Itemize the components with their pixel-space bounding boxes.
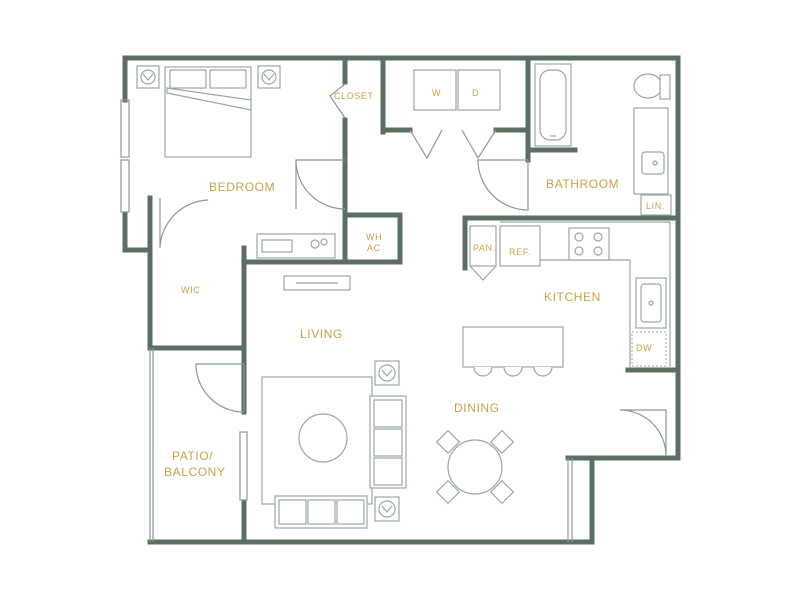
room-label-bedroom: BEDROOM — [209, 180, 275, 194]
dresser — [256, 233, 336, 259]
sofa-right — [369, 395, 407, 489]
room-label-refrigerator: REF. — [509, 247, 531, 257]
range — [568, 227, 610, 261]
room-label-living: LIVING — [300, 327, 343, 341]
sofa-bottom — [274, 495, 368, 529]
side-table-bottom — [374, 496, 400, 522]
room-label-wic: WIC — [181, 285, 200, 295]
bathtub — [534, 63, 572, 147]
dishwasher — [631, 331, 667, 367]
nightstand-left — [136, 65, 160, 89]
room-label-dishwasher: DW — [636, 343, 652, 353]
room-label-bathroom: BATHROOM — [546, 177, 619, 191]
bed — [164, 66, 252, 158]
room-label-patio: PATIO/ — [172, 449, 213, 463]
exterior-walls — [122, 55, 681, 545]
patio-sliding-door — [239, 431, 248, 501]
dining-table — [435, 429, 515, 505]
tv-console — [283, 275, 351, 291]
room-label-balcony: BALCONY — [164, 465, 226, 479]
kitchen-island — [462, 326, 564, 377]
room-label-pantry: PAN. — [473, 243, 496, 253]
entry-landing — [567, 458, 573, 542]
linen-closet — [640, 194, 672, 216]
toilet — [633, 73, 671, 100]
washer-dryer — [413, 69, 501, 111]
patio-railing — [149, 348, 154, 542]
room-label-kitchen: KITCHEN — [544, 290, 601, 304]
nightstand-right — [257, 65, 281, 89]
doors — [159, 83, 667, 457]
pantry — [469, 225, 497, 281]
bathroom-vanity — [633, 107, 669, 195]
refrigerator — [499, 225, 541, 267]
side-table-top — [374, 360, 400, 386]
kitchen-counter — [500, 221, 671, 368]
room-label-linen: LIN. — [646, 201, 665, 211]
room-label-closet: CLOSET — [334, 91, 374, 101]
room-label-ac: AC — [367, 243, 381, 253]
room-label-wh: WH — [366, 232, 382, 242]
coffee-table — [298, 413, 348, 463]
room-label-washer: W — [432, 88, 441, 98]
room-label-dryer: D — [472, 88, 479, 98]
bedroom-window — [120, 99, 130, 213]
kitchen-sink — [635, 277, 667, 329]
room-label-dining: DINING — [454, 401, 500, 415]
